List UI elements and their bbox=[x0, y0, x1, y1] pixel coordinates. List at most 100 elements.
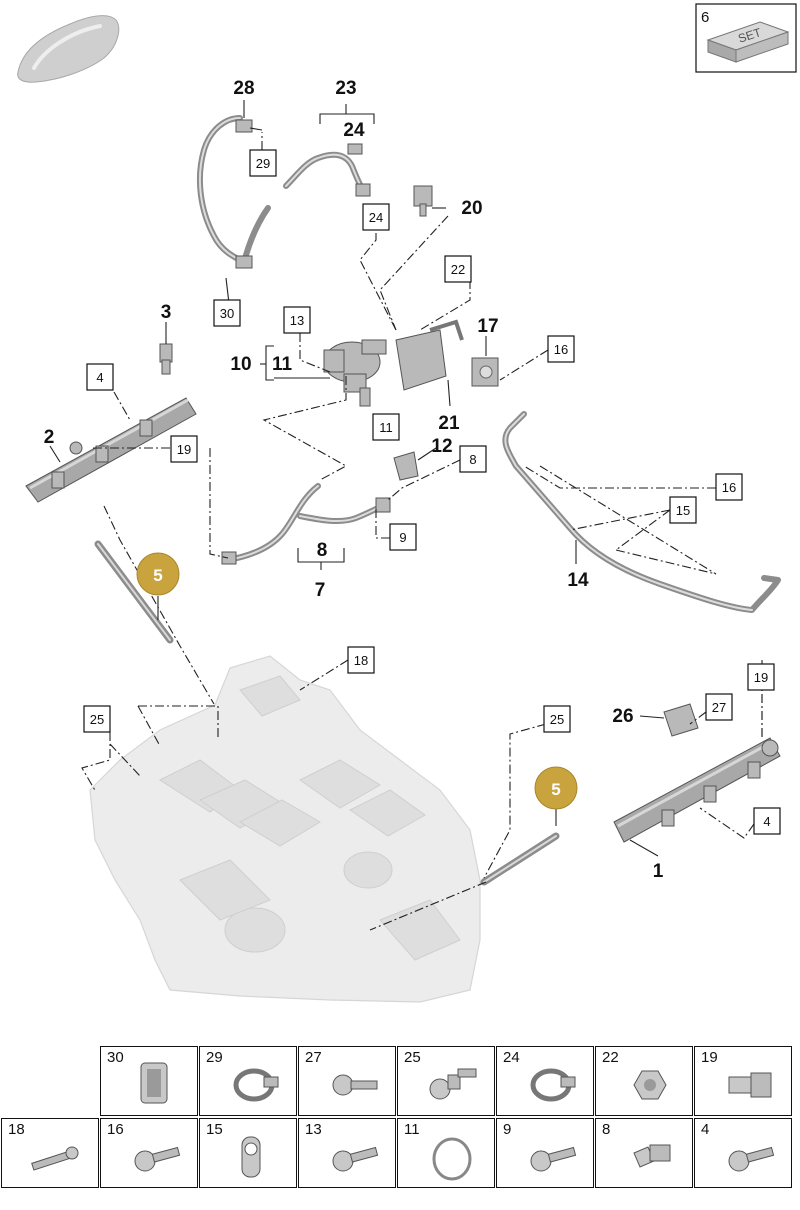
bolt-icon bbox=[332, 1074, 378, 1096]
callout-bold: 3 bbox=[161, 302, 172, 323]
part-number: 11 bbox=[404, 1121, 420, 1138]
high-pressure-pump bbox=[323, 339, 387, 407]
injector-left bbox=[94, 540, 174, 644]
callout-bold: 10 bbox=[230, 354, 251, 375]
callout-box: 25 bbox=[550, 712, 564, 727]
parts-cell[interactable]: 15 bbox=[199, 1118, 297, 1188]
engine-block bbox=[89, 655, 481, 1003]
nut-icon bbox=[633, 1070, 667, 1100]
bracket-21 bbox=[395, 319, 464, 391]
part-number: 30 bbox=[107, 1049, 124, 1066]
pipe-clip-icon bbox=[241, 1136, 261, 1178]
part-number: 29 bbox=[206, 1049, 223, 1066]
part-number: 25 bbox=[404, 1049, 421, 1066]
parts-cell[interactable]: 18 bbox=[1, 1118, 99, 1188]
parts-cell[interactable]: 19 bbox=[694, 1046, 792, 1116]
callout-bold: 21 bbox=[438, 413, 460, 434]
callout-box: 27 bbox=[712, 700, 726, 715]
callout-box: 29 bbox=[256, 156, 270, 171]
parts-cell[interactable]: 30 bbox=[100, 1046, 198, 1116]
part-number: 27 bbox=[305, 1049, 322, 1066]
callout-bold: 1 bbox=[653, 861, 664, 882]
callout-box: 22 bbox=[451, 262, 465, 277]
callout-bold: 26 bbox=[612, 706, 633, 727]
line-24 bbox=[283, 143, 371, 197]
fitting-icon bbox=[728, 1072, 772, 1098]
parts-cell[interactable]: 29 bbox=[199, 1046, 297, 1116]
gold-callouts: 5 5 bbox=[136, 552, 578, 810]
callout-bold: 24 bbox=[343, 120, 365, 141]
parts-cell[interactable]: 8 bbox=[595, 1118, 693, 1188]
callout-box: 19 bbox=[177, 442, 191, 457]
callout-bold: 14 bbox=[567, 570, 589, 591]
fuel-rail-2 bbox=[25, 397, 197, 503]
injector-right bbox=[480, 832, 560, 886]
part-number: 4 bbox=[701, 1121, 710, 1138]
part-number: 18 bbox=[8, 1121, 25, 1138]
part-number: 15 bbox=[206, 1121, 223, 1138]
fuel-rail-1 bbox=[613, 737, 781, 843]
callout-bold: 17 bbox=[477, 316, 498, 337]
callout-bold: 23 bbox=[335, 78, 356, 99]
callout-bold: 2 bbox=[44, 427, 55, 448]
callout-box: 15 bbox=[676, 503, 690, 518]
callout-box: 24 bbox=[369, 210, 383, 225]
o-ring-icon bbox=[432, 1137, 472, 1181]
stud-bolt-icon bbox=[31, 1146, 79, 1171]
car-silhouette-icon bbox=[17, 15, 120, 83]
parts-cell[interactable]: 16 bbox=[100, 1118, 198, 1188]
parts-cell[interactable]: 9 bbox=[496, 1118, 594, 1188]
callout-bold: 12 bbox=[431, 436, 452, 457]
bolt-icon bbox=[134, 1146, 181, 1172]
set-box: 6 SET bbox=[695, 3, 797, 73]
boxed-callouts: 29 24 30 22 13 4 16 19 11 8 9 15 16 18 2… bbox=[83, 149, 781, 835]
part-number: 22 bbox=[602, 1049, 619, 1066]
parts-cell[interactable]: 13 bbox=[298, 1118, 396, 1188]
callout-box: 13 bbox=[290, 313, 304, 328]
return-line-28 bbox=[196, 115, 271, 269]
parts-table: 30 29 27 25 24 22 19 18 16 15 13 bbox=[0, 1046, 800, 1190]
callout-gold: 5 bbox=[551, 780, 560, 799]
set-number: 6 bbox=[701, 9, 709, 26]
part-number: 19 bbox=[701, 1049, 718, 1066]
fuel-line-14 bbox=[502, 411, 781, 613]
fuel-line-8 bbox=[221, 483, 391, 565]
fitting-icon bbox=[633, 1144, 671, 1168]
bracket-lines bbox=[49, 100, 665, 857]
parts-cell[interactable]: 4 bbox=[694, 1118, 792, 1188]
bolt-icon bbox=[530, 1146, 577, 1172]
callout-box: 25 bbox=[90, 712, 104, 727]
part-number: 13 bbox=[305, 1121, 322, 1138]
torx-bolt-icon bbox=[332, 1146, 379, 1172]
callout-box: 30 bbox=[220, 306, 234, 321]
part-number: 9 bbox=[503, 1121, 512, 1138]
callout-bold: 7 bbox=[315, 580, 326, 601]
ball-stud-icon bbox=[429, 1068, 477, 1100]
sensor-20 bbox=[413, 185, 433, 217]
callout-box: 4 bbox=[96, 370, 103, 385]
sleeve-icon bbox=[140, 1062, 168, 1104]
clip-12 bbox=[393, 451, 419, 481]
parts-cell[interactable]: 25 bbox=[397, 1046, 495, 1116]
set-box-icon: SET bbox=[706, 21, 790, 63]
callout-box: 11 bbox=[379, 420, 393, 435]
callout-box: 19 bbox=[754, 670, 768, 685]
sensor-3 bbox=[159, 343, 173, 375]
callout-bold: 8 bbox=[317, 540, 328, 561]
callout-box: 16 bbox=[722, 480, 736, 495]
parts-cell[interactable]: 27 bbox=[298, 1046, 396, 1116]
parts-cell[interactable]: 11 bbox=[397, 1118, 495, 1188]
callout-bold: 11 bbox=[272, 354, 293, 375]
part-number: 16 bbox=[107, 1121, 124, 1138]
callout-bold: 28 bbox=[233, 78, 254, 99]
callout-box: 9 bbox=[399, 530, 406, 545]
hose-clamp-icon bbox=[530, 1068, 576, 1102]
hose-clamp-icon bbox=[233, 1068, 279, 1102]
parts-cell[interactable]: 24 bbox=[496, 1046, 594, 1116]
bold-callouts: 28 23 24 20 3 17 10 11 2 21 12 8 7 14 26… bbox=[44, 78, 664, 882]
bracket-26 bbox=[663, 703, 699, 737]
callout-gold: 5 bbox=[153, 566, 162, 585]
parts-cell[interactable]: 22 bbox=[595, 1046, 693, 1116]
callout-box: 18 bbox=[354, 653, 368, 668]
